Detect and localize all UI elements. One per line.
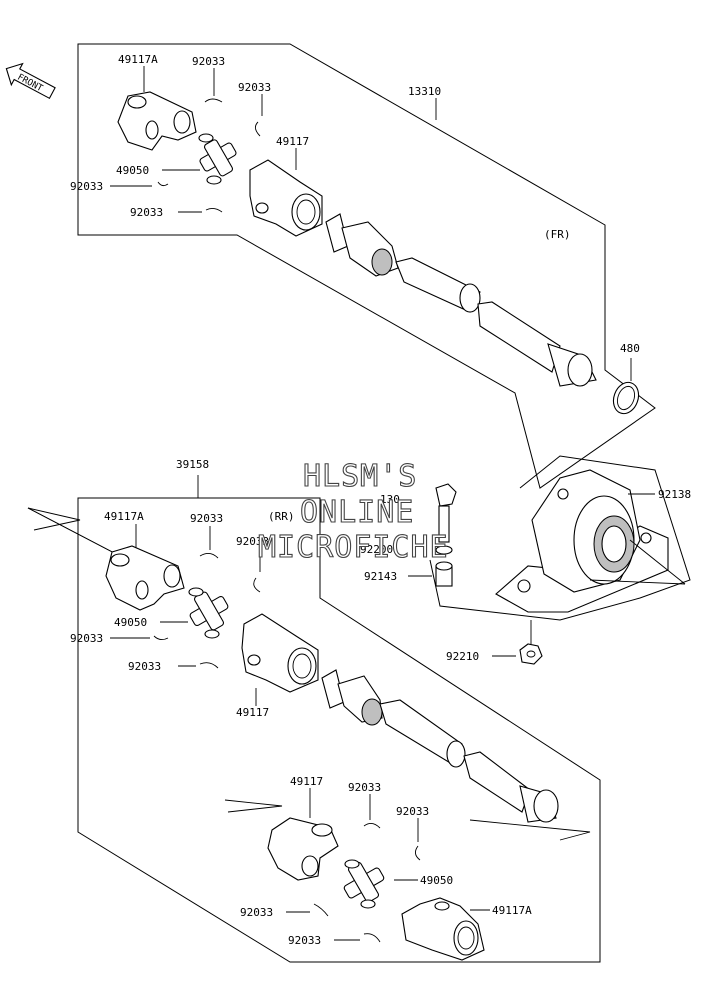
yoke-49117-mid (241, 613, 319, 693)
label-49117-top: 49117 (276, 135, 309, 148)
label-92033-l: 92033 (288, 934, 321, 947)
label-92033-c: 92033 (70, 180, 103, 193)
label-39158: 39158 (176, 458, 209, 471)
universal-joint-cross-mid (188, 587, 229, 639)
label-480: 480 (620, 342, 640, 355)
label-92033-e: 92033 (190, 512, 223, 525)
label-92200: 92200 (360, 543, 393, 556)
universal-joint-cross-top (198, 133, 237, 185)
label-92033-d: 92033 (130, 206, 163, 219)
label-92033-i: 92033 (348, 781, 381, 794)
watermark-line3: MICROFICHE (258, 530, 449, 565)
label-92033-k: 92033 (240, 906, 273, 919)
yoke-49117-low (267, 817, 339, 881)
label-92033-h: 92033 (128, 660, 161, 673)
watermark: HLSM'S ONLINE MICROFICHE (257, 458, 449, 565)
rear-shaft-outline (77, 497, 601, 963)
label-13310: 13310 (408, 85, 441, 98)
rear-propeller-shaft (321, 669, 559, 823)
front-shaft-outline (77, 43, 656, 489)
yoke-49117A-mid (105, 545, 185, 611)
collar-92143 (435, 561, 453, 587)
yoke-49117A-top (117, 91, 197, 151)
label-92033-f: 92033 (236, 535, 269, 548)
washer-92200 (435, 545, 453, 555)
label-92033-j: 92033 (396, 805, 429, 818)
front-direction-badge: FRONT (5, 62, 56, 100)
label-130: 130 (380, 493, 400, 506)
yoke-49117A-low (401, 897, 485, 961)
label-92033-g: 92033 (70, 632, 103, 645)
note-rr: (RR) (268, 510, 295, 523)
label-49050-top: 49050 (116, 164, 149, 177)
yoke-49117-top (249, 159, 323, 237)
label-92138: 92138 (658, 488, 691, 501)
bearing-outline (429, 455, 691, 621)
universal-joint-cross-low (343, 859, 385, 909)
front-propeller-shaft (325, 213, 597, 387)
label-49117-low: 49117 (290, 775, 323, 788)
label-49117A-top: 49117A (118, 53, 158, 66)
nut-92210 (519, 620, 543, 665)
label-49117A-low: 49117A (492, 904, 532, 917)
label-92033-a: 92033 (192, 55, 225, 68)
watermark-line1: HLSM'S (303, 459, 417, 494)
label-92033-b: 92033 (238, 81, 271, 94)
center-bearing-92138 (495, 469, 686, 613)
note-fr: (FR) (544, 228, 571, 241)
bolt-130 (435, 483, 457, 543)
label-92143: 92143 (364, 570, 397, 583)
circlip-480 (612, 358, 640, 415)
label-49117-mid: 49117 (236, 706, 269, 719)
label-49050-mid: 49050 (114, 616, 147, 629)
label-49050-low: 49050 (420, 874, 453, 887)
label-49117A-mid: 49117A (104, 510, 144, 523)
watermark-line2: ONLINE (300, 495, 414, 530)
label-92210: 92210 (446, 650, 479, 663)
